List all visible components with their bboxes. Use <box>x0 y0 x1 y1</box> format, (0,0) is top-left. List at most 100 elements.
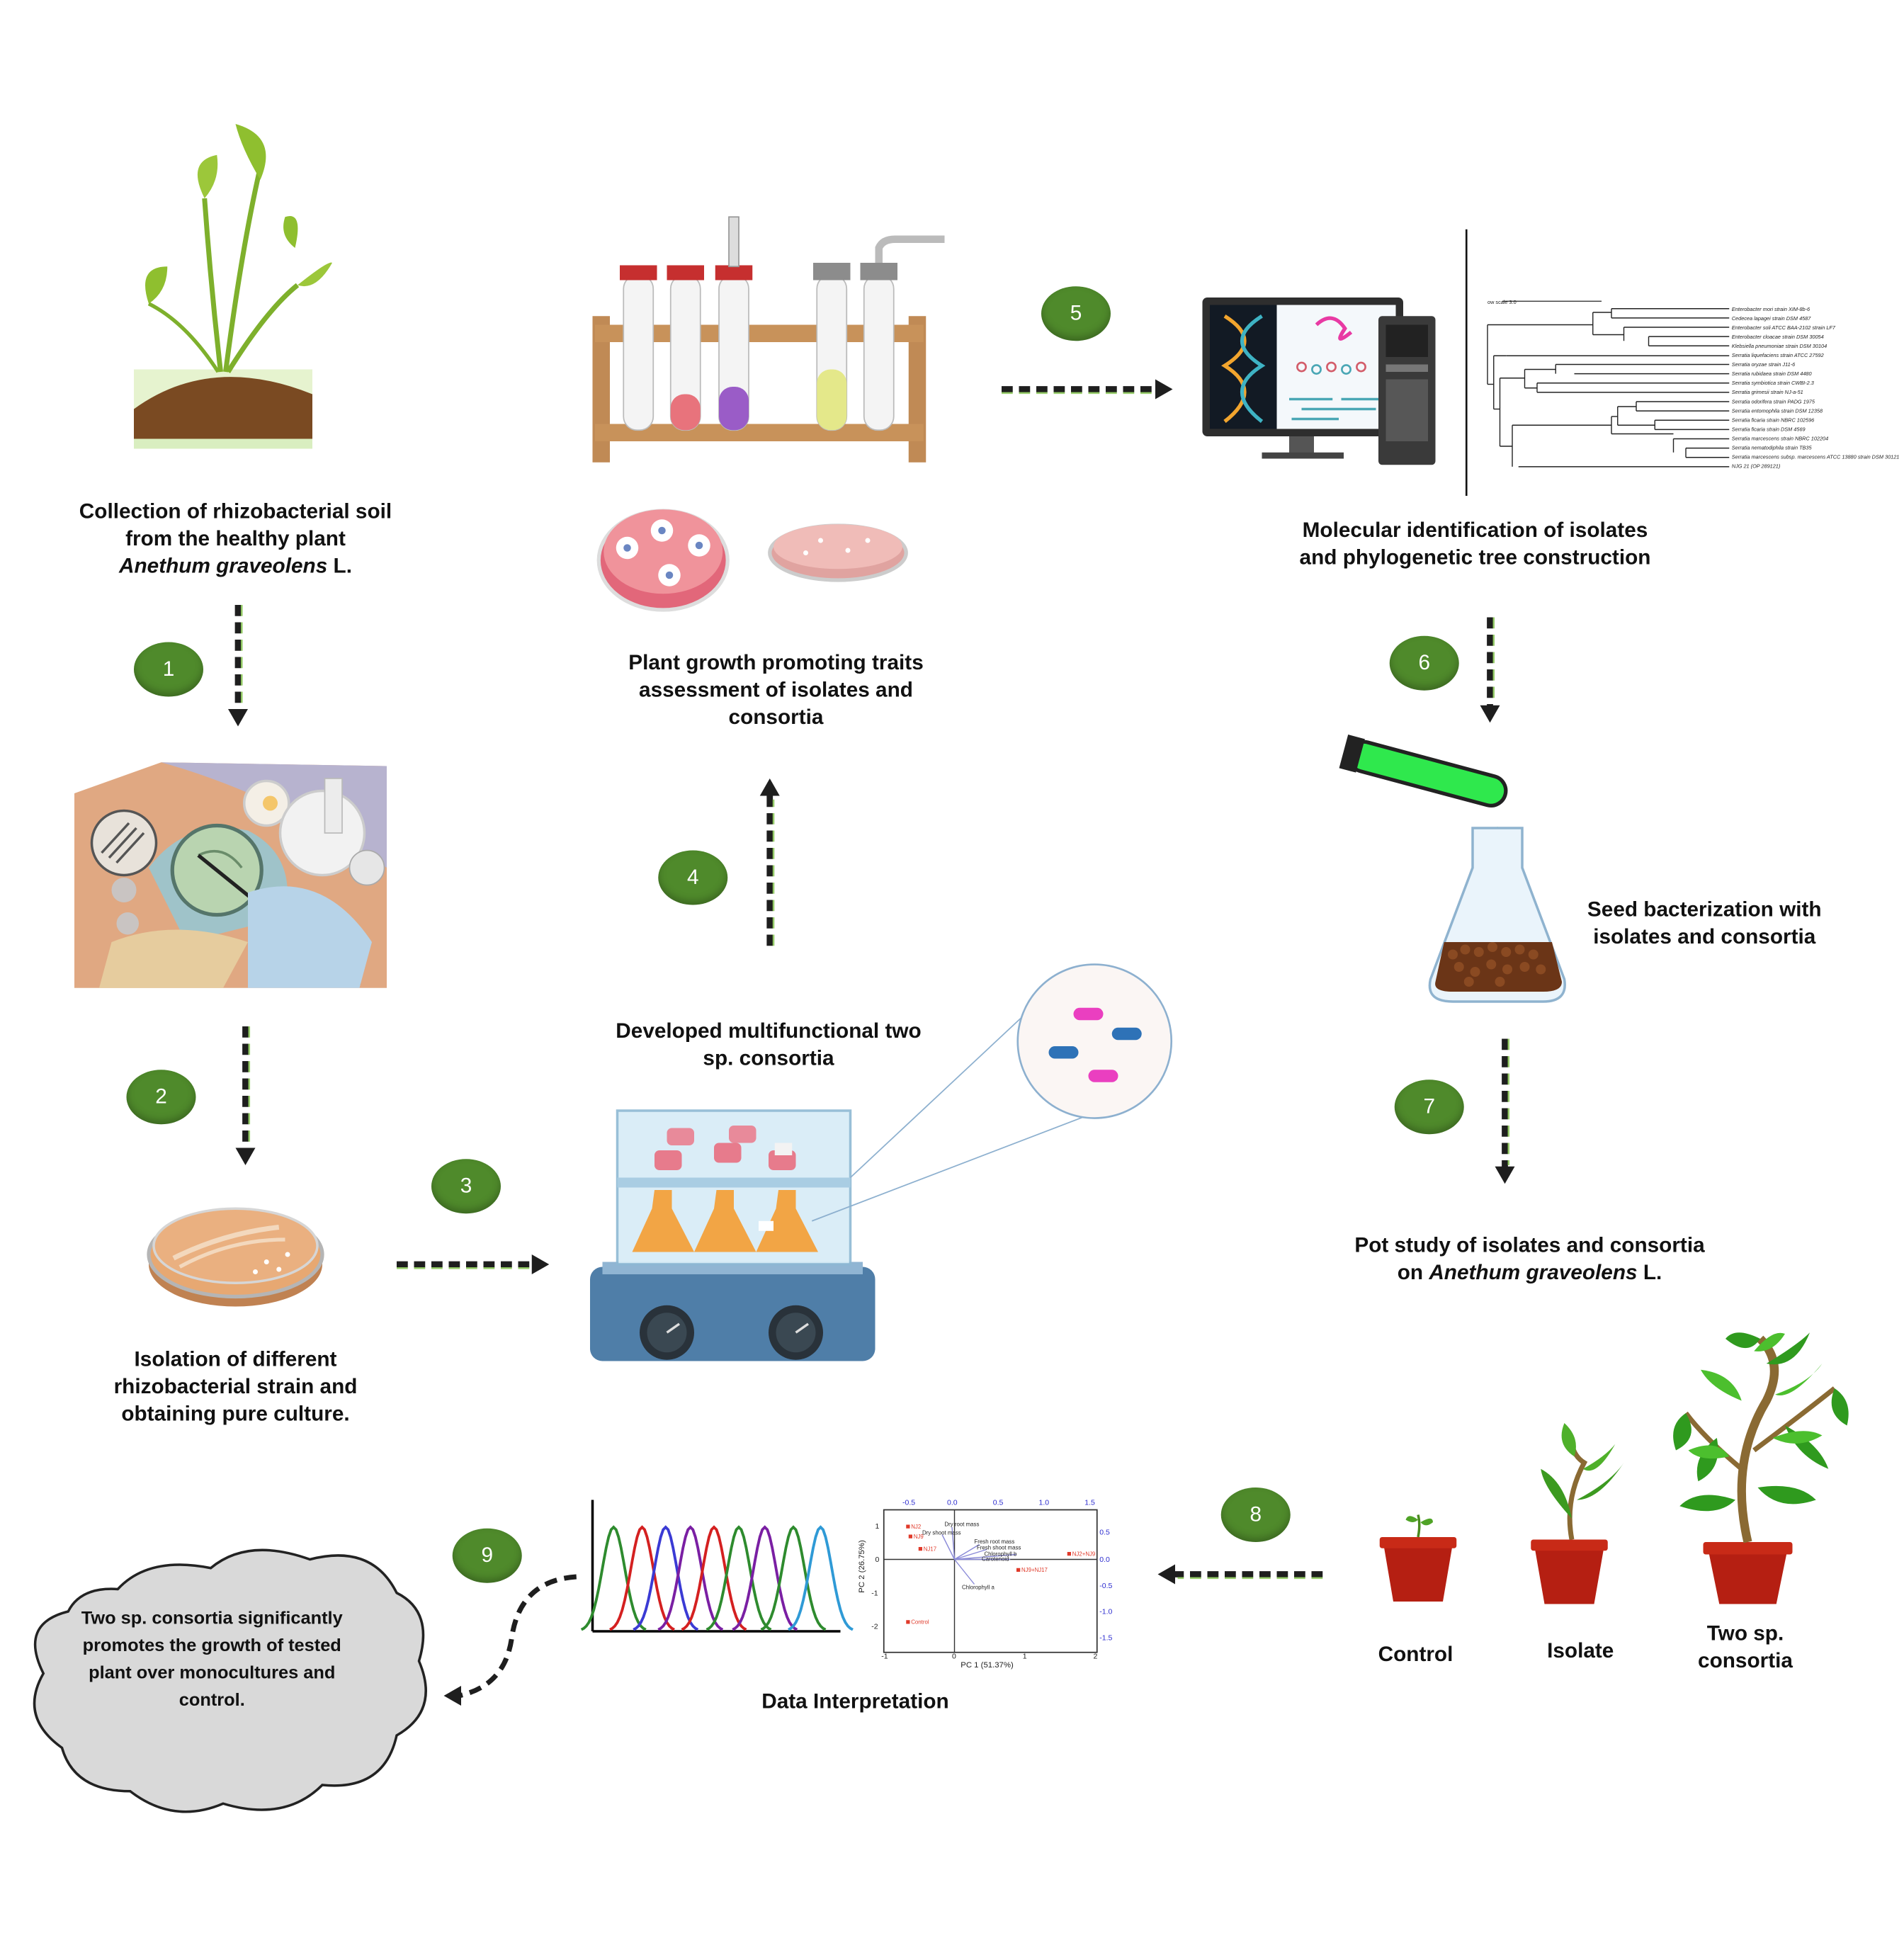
consortia-pot-icon <box>1673 1332 1849 1604</box>
step-badge-9: 9 <box>452 1528 522 1583</box>
step-badge-4: 4 <box>658 850 728 905</box>
tree-taxon-label: Serratia symbiotica strain CWBI-2.3 <box>1732 380 1815 386</box>
tree-taxon-label: Serratia rubidaea strain DSM 4480 <box>1732 370 1813 377</box>
curve-series <box>788 1525 854 1631</box>
curve-series <box>706 1525 772 1631</box>
pgp-line-1: Plant growth promoting traits <box>628 650 924 674</box>
seed-bacterization-flask-icon <box>1339 734 1566 1003</box>
bacteria-zoom-icon <box>811 963 1173 1222</box>
pca-vector-label: Dry root mass <box>945 1521 980 1527</box>
pca-right-tick: 0.5 <box>1099 1529 1110 1537</box>
collection-line-3: Anethum graveolens L. <box>38 553 434 581</box>
pgp-line-3: consortia <box>728 705 824 729</box>
conclusion-cloud <box>33 1548 427 1813</box>
pot-label-control: Control <box>1378 1642 1454 1666</box>
conclusion-line-5: control. <box>178 1691 245 1711</box>
isolation-line-3: obtaining pure culture. <box>121 1402 350 1426</box>
isolation-label: Isolation of different rhizobacterial st… <box>50 1347 421 1429</box>
lab-isolation-illustration <box>74 762 387 988</box>
tree-scale-label: ow scale 3.0 <box>1488 299 1517 305</box>
pca-vector-label: Fresh root mass <box>975 1538 1015 1545</box>
conclusion-line-4: over monocultures and <box>136 1663 336 1684</box>
tree-taxon-label: Serratia liquefaciens strain ATCC 27592 <box>1732 352 1824 358</box>
tree-taxon-label: NJG 21 (OP 289121) <box>1732 463 1781 470</box>
pot-label-two-sp: Two sp. consortia <box>1671 1620 1820 1674</box>
tree-taxon-label: Serratia grimesii strain NJ-a-51 <box>1732 389 1803 395</box>
curve-series <box>633 1525 699 1631</box>
pgp-label: Plant growth promoting traits assessment… <box>583 650 970 732</box>
pot-study-line-2: on Anethum graveolens L. <box>1314 1259 1745 1287</box>
isolation-line-1: Isolation of different <box>134 1347 337 1371</box>
tree-taxon-label: Enterobacter soli ATCC BAA-2102 strain L… <box>1732 324 1836 331</box>
gaussian-curves-chart <box>580 1500 854 1633</box>
colony-plates-icon <box>596 509 908 612</box>
collection-line-2: from the healthy plant <box>125 526 346 550</box>
flow-arrows <box>228 379 1515 1706</box>
pca-x-axis-label: PC 1 (51.37%) <box>960 1661 1014 1670</box>
pca-left-tick: 1 <box>876 1522 880 1531</box>
step-badge-7: 7 <box>1394 1080 1464 1135</box>
tree-taxon-label: Klebsiella pneumoniae strain DSM 30104 <box>1732 343 1827 349</box>
isolation-line-2: rhizobacterial strain and <box>113 1374 358 1398</box>
pca-y-axis-label: PC 2 (26.75%) <box>858 1540 866 1593</box>
conclusion-line-3: growth of tested plant <box>89 1636 341 1684</box>
pca-point-label: NJ2 <box>911 1524 921 1530</box>
pca-point-label: NJ2+NJ9 <box>1072 1551 1096 1557</box>
conclusion-line-2: significantly promotes the <box>82 1609 343 1657</box>
tree-taxon-label: Enterobacter cloacae strain DSM 30054 <box>1732 334 1824 340</box>
pca-right-tick: -1.0 <box>1099 1608 1112 1616</box>
curve-series <box>657 1525 724 1631</box>
species-suffix: L. <box>1637 1260 1662 1284</box>
seed-label: Seed bacterization with isolates and con… <box>1556 896 1853 951</box>
pca-vector-label: Chlorophyll b <box>985 1551 1017 1557</box>
pca-vector-label: Fresh shoot mass <box>977 1545 1021 1551</box>
arrow-9 <box>458 1574 577 1699</box>
conclusion-line-1: Two sp. consortia <box>81 1609 233 1629</box>
pca-top-tick: 0.0 <box>947 1499 958 1507</box>
petri-dish-icon <box>147 1207 324 1307</box>
pca-right-tick: 0.0 <box>1099 1556 1110 1564</box>
species-suffix: L. <box>327 554 352 578</box>
tree-taxon-label: Serratia marcescens strain NBRC 102204 <box>1732 435 1828 441</box>
pca-point-label: Control <box>911 1619 929 1626</box>
pca-vector-label: Carotenoid <box>982 1556 1009 1562</box>
step-badge-8: 8 <box>1220 1488 1291 1542</box>
tree-taxon-label: Cedecea lapagei strain DSM 4587 <box>1732 315 1812 322</box>
curve-series <box>732 1525 798 1631</box>
pca-biplot: NJ2 NJ9 NJ17 NJ2+NJ9 NJ9+NJ17 Control Dr… <box>858 1499 1113 1670</box>
pca-top-tick: 0.5 <box>993 1499 1004 1507</box>
tree-taxon-label: Serratia entomophila strain DSM 12358 <box>1732 407 1823 414</box>
phylogenetic-tree: Enterobacter mori strain XIM-8b-6Cedecea… <box>1487 299 1899 470</box>
tree-taxon-label: Enterobacter mori strain XIM-8b-6 <box>1732 306 1810 312</box>
species-name: Anethum graveolens <box>119 554 328 578</box>
pca-point-label: NJ17 <box>924 1546 936 1552</box>
pot-study-line-1: Pot study of isolates and consortia <box>1354 1233 1705 1257</box>
tree-taxon-label: Serratia nematodiphila strain TB35 <box>1732 444 1813 450</box>
collection-label: Collection of rhizobacterial soil from t… <box>38 499 434 581</box>
shaker-incubator-icon <box>590 1109 876 1361</box>
pca-left-tick: -1 <box>871 1589 878 1597</box>
seed-line-1: Seed bacterization with <box>1587 897 1822 922</box>
healthy-plant-icon <box>134 124 332 449</box>
pot-study-prefix: on <box>1397 1260 1429 1284</box>
curve-series <box>609 1525 675 1631</box>
step-badge-3: 3 <box>431 1159 501 1214</box>
pot-study-label: Pot study of isolates and consortia on A… <box>1314 1232 1745 1287</box>
pca-point-label: NJ9+NJ17 <box>1021 1567 1048 1573</box>
pca-top-tick: 1.0 <box>1039 1499 1050 1507</box>
pot-label-isolate: Isolate <box>1547 1638 1614 1662</box>
isolate-pot-icon <box>1531 1423 1624 1604</box>
step-badge-1: 1 <box>134 642 203 697</box>
pca-left-tick: 0 <box>876 1556 880 1564</box>
collection-line-1: Collection of rhizobacterial soil <box>79 499 392 523</box>
molecular-line-2: and phylogenetic tree construction <box>1299 545 1651 570</box>
pca-point-label: NJ9 <box>914 1534 924 1540</box>
computer-workstation-icon <box>1202 298 1436 465</box>
tree-taxon-label: Serratia odorifera strain PADG 1975 <box>1732 398 1815 404</box>
data-interpretation-label: Data Interpretation <box>761 1689 949 1713</box>
pca-bottom-tick: -1 <box>881 1653 888 1661</box>
curve-series <box>681 1525 747 1631</box>
step-badge-6: 6 <box>1389 635 1459 691</box>
